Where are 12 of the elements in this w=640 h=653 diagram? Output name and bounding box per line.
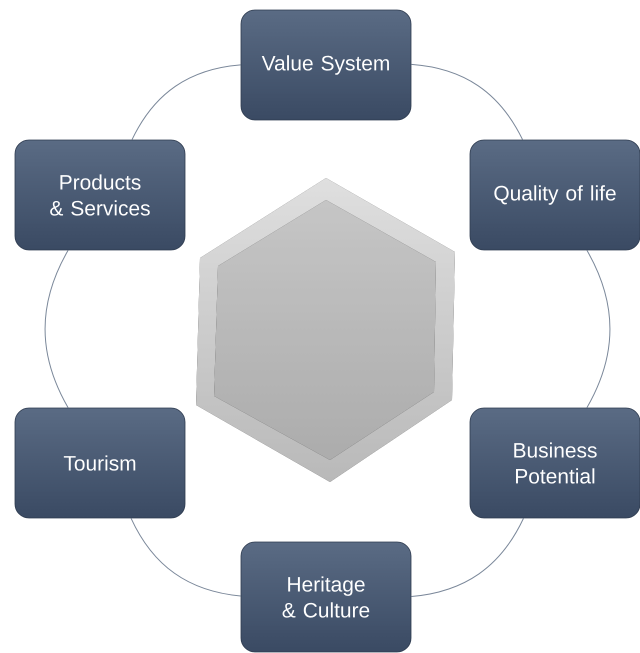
- text-box: Value System: [240, 10, 412, 120]
- ring-arc: [410, 518, 524, 597]
- text-box: Heritage & Culture: [240, 542, 412, 652]
- text-box: Tourism: [14, 408, 186, 518]
- ring-arc: [586, 250, 610, 408]
- ring-arc: [410, 64, 524, 140]
- ring-arc: [44, 250, 69, 408]
- text-box: Products & Services: [14, 140, 186, 250]
- ring-arc: [132, 64, 242, 140]
- text-box: Business Potential: [470, 408, 640, 518]
- text-box: Quality of life: [470, 140, 640, 250]
- ring-arc: [130, 518, 242, 596]
